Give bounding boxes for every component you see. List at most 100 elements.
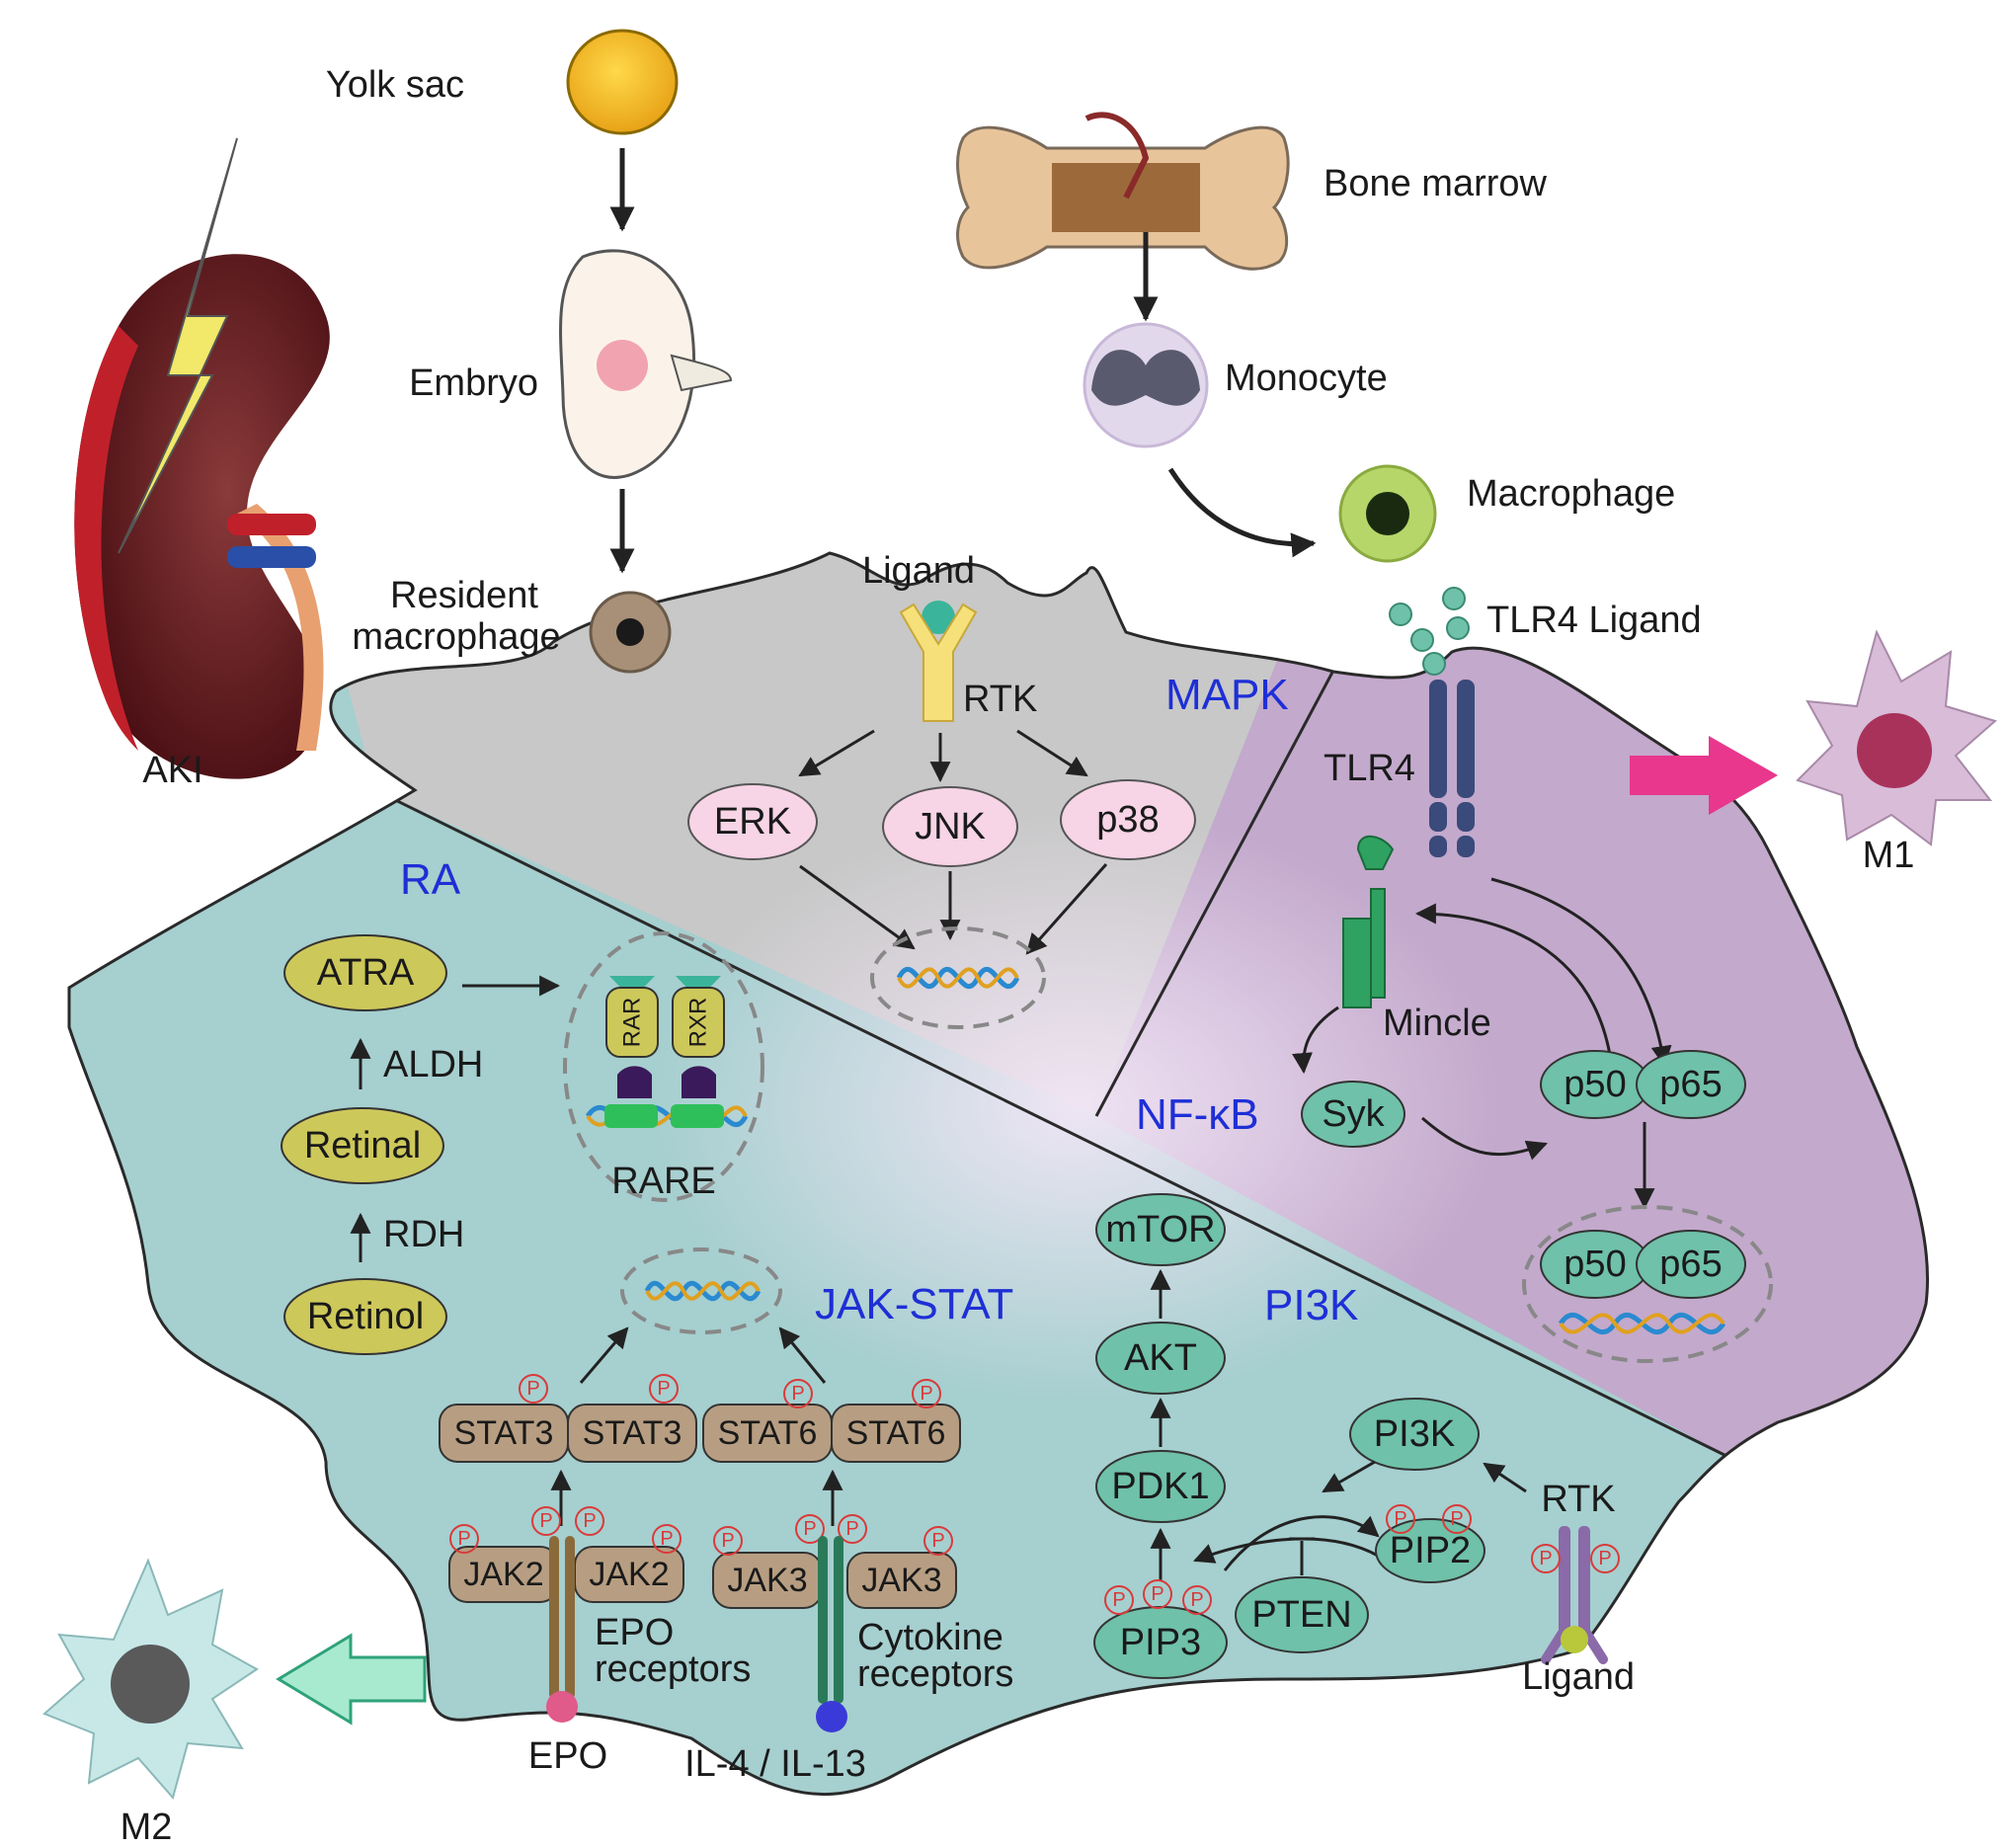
marrow-vessel-icon	[1084, 112, 1150, 200]
svg-text:P: P	[1151, 1583, 1163, 1605]
mincle-label: Mincle	[1383, 1003, 1491, 1044]
vein-icon	[227, 546, 316, 568]
m1-macrophage-icon	[1796, 629, 1998, 846]
epo-receptors-label-1: EPO	[595, 1612, 674, 1653]
jak2-node-1: JAK2	[448, 1546, 559, 1603]
svg-text:Syk: Syk	[1322, 1093, 1385, 1135]
m1-arrow-icon	[1630, 736, 1778, 815]
svg-text:PIP3: PIP3	[1120, 1622, 1201, 1663]
stat6-node-1: STAT6	[702, 1404, 833, 1463]
mapk-ligand-icon	[922, 601, 955, 634]
svg-text:P: P	[583, 1510, 596, 1532]
mapk-pathway: MAPK Ligand RTK ERK JNK p38	[687, 550, 1289, 1029]
jakstat-nucleus	[620, 1247, 782, 1334]
svg-text:JAK3: JAK3	[861, 1562, 941, 1599]
stat3-node-1: STAT3	[439, 1404, 569, 1463]
embryo-tail-icon	[670, 354, 733, 392]
yolk-sac-icon	[566, 29, 679, 135]
svg-text:P: P	[791, 1383, 804, 1405]
monocyte-icon	[1083, 322, 1209, 448]
phospho-pip2-2: P	[1442, 1504, 1472, 1534]
jak3-node-2: JAK3	[846, 1552, 957, 1609]
mapk-title: MAPK	[1165, 671, 1289, 719]
epo-label: EPO	[528, 1735, 607, 1777]
phospho-jak2-2: P	[531, 1506, 561, 1536]
cytokine-receptor-icon	[816, 1536, 847, 1732]
svg-text:JAK2: JAK2	[463, 1556, 543, 1593]
svg-text:AKT: AKT	[1124, 1337, 1197, 1379]
pi3k-title: PI3K	[1264, 1281, 1358, 1329]
jnk-node: JNK	[882, 786, 1018, 867]
svg-text:p50: p50	[1564, 1244, 1626, 1285]
monocyte-label: Monocyte	[1225, 358, 1388, 399]
svg-text:P: P	[803, 1518, 816, 1540]
svg-text:JAK3: JAK3	[727, 1562, 807, 1599]
svg-text:STAT3: STAT3	[583, 1414, 682, 1452]
lightning-icon	[118, 137, 238, 554]
svg-text:PI3K: PI3K	[1374, 1413, 1455, 1455]
retinal-node: Retinal	[281, 1107, 444, 1184]
svg-text:P: P	[1394, 1508, 1406, 1530]
svg-text:Retinol: Retinol	[307, 1296, 424, 1337]
il-label: IL-4 / IL-13	[684, 1743, 866, 1785]
svg-text:mTOR: mTOR	[1105, 1209, 1215, 1250]
phospho-jak3-2: P	[795, 1514, 825, 1544]
retinol-node: Retinol	[283, 1278, 447, 1355]
svg-text:P: P	[1598, 1548, 1611, 1569]
svg-text:p50: p50	[1564, 1064, 1626, 1105]
syk-node: Syk	[1301, 1081, 1405, 1148]
m2-arrow-icon	[276, 1633, 427, 1726]
svg-text:JNK: JNK	[915, 806, 986, 847]
svg-text:Retinal: Retinal	[304, 1125, 421, 1166]
pi3k-rtk-label: RTK	[1541, 1479, 1615, 1520]
rar-receptor-icon: RAR	[604, 976, 659, 1128]
resident-macrophage-label-1: Resident	[390, 575, 538, 616]
svg-text:p38: p38	[1096, 799, 1159, 841]
center-glow	[652, 810, 1501, 1403]
nfkb-nucleus	[1522, 1205, 1773, 1363]
yolk-sac-label: Yolk sac	[326, 64, 464, 106]
svg-text:P: P	[660, 1528, 673, 1550]
embryo-heart-icon	[597, 340, 648, 391]
p50-nuclear-node: p50	[1540, 1230, 1650, 1299]
phospho-pip2-1: P	[1386, 1504, 1415, 1534]
pi3k-node: PI3K	[1349, 1398, 1480, 1471]
pdk1-node: PDK1	[1095, 1450, 1226, 1523]
phospho-rtk-1: P	[1531, 1544, 1561, 1573]
phospho-jak3-1: P	[713, 1526, 743, 1556]
tlr4-ligand-label: TLR4 Ligand	[1486, 600, 1702, 641]
tlr4-receptor-icon	[1429, 680, 1475, 857]
epo-receptors-label-2: receptors	[595, 1648, 751, 1690]
aldh-label: ALDH	[383, 1044, 483, 1085]
svg-text:P: P	[1112, 1589, 1125, 1611]
pip3-node: PIP3	[1093, 1606, 1228, 1679]
svg-text:P: P	[457, 1528, 470, 1550]
svg-text:P: P	[1190, 1589, 1203, 1611]
svg-text:ATRA: ATRA	[317, 952, 415, 994]
rtk-receptor-icon	[899, 603, 978, 722]
svg-text:P: P	[526, 1378, 539, 1400]
phospho-pip3-3: P	[1182, 1585, 1212, 1615]
svg-text:p65: p65	[1659, 1064, 1722, 1105]
svg-text:RAR: RAR	[619, 998, 646, 1048]
pip2-node: PIP2	[1375, 1518, 1485, 1583]
svg-text:RXR: RXR	[685, 998, 712, 1048]
phospho-stat3-1: P	[519, 1374, 548, 1404]
pi3k-rtk-receptor-icon	[1541, 1526, 1608, 1664]
bone-marrow-label: Bone marrow	[1324, 163, 1548, 204]
jak3-node-1: JAK3	[712, 1552, 823, 1609]
cytokine-receptors-label-1: Cytokine	[857, 1617, 1003, 1658]
phospho-stat6-2: P	[912, 1379, 941, 1408]
bone-marrow-origin: Bone marrow Monocyte Macrophage	[956, 112, 1675, 563]
epo-receptor-icon	[546, 1536, 578, 1723]
tlr4-ligand-icons	[1389, 587, 1470, 676]
svg-text:P: P	[539, 1510, 552, 1532]
phospho-jak2-3: P	[575, 1506, 604, 1536]
rdh-label: RDH	[383, 1214, 464, 1255]
svg-text:STAT6: STAT6	[846, 1414, 946, 1452]
mapk-rtk-label: RTK	[963, 679, 1037, 720]
embryo-label: Embryo	[409, 362, 538, 404]
resident-origin: Yolk sac Embryo Resident macrophage	[326, 29, 733, 674]
svg-text:ERK: ERK	[714, 801, 791, 843]
